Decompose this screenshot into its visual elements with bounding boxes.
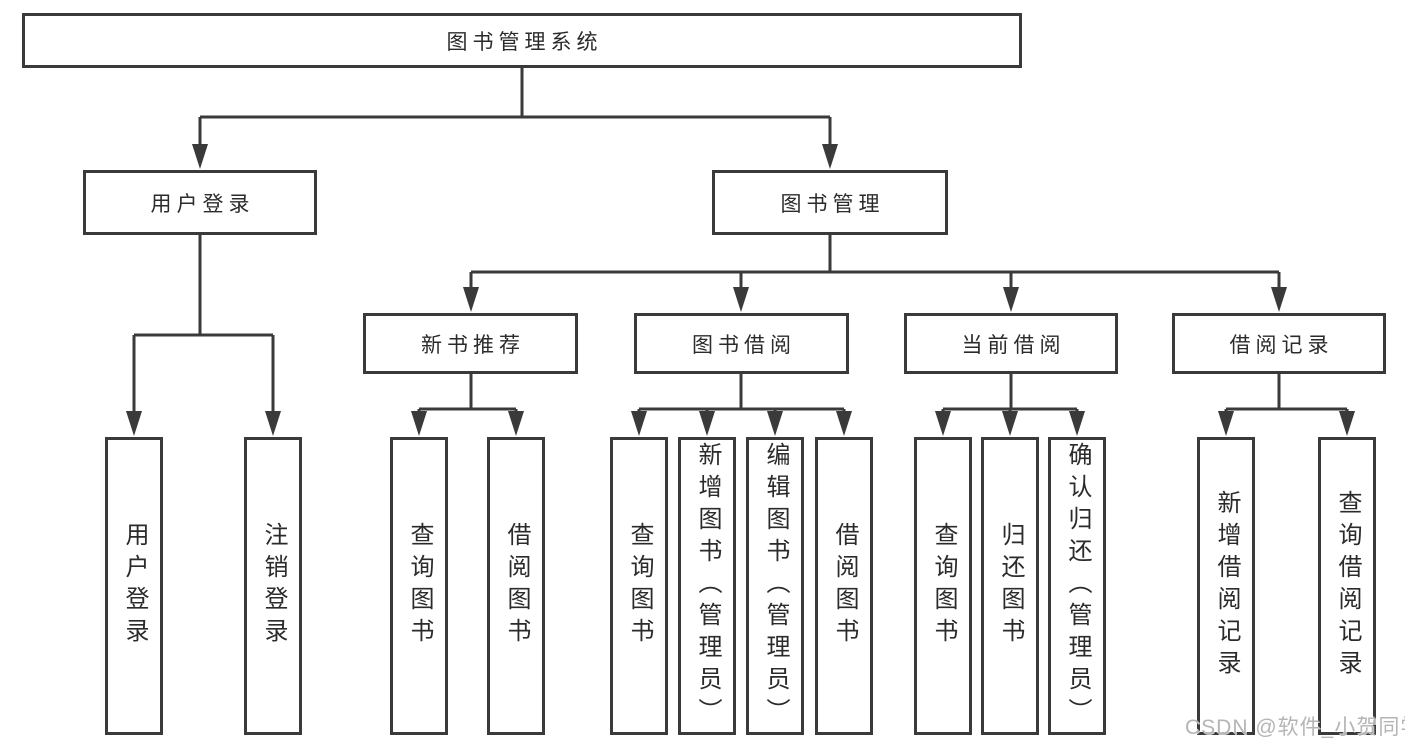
node-label: 用户登录	[121, 522, 148, 650]
arrow-down-icon	[699, 411, 715, 436]
arrow-down-icon	[836, 411, 852, 436]
node-label: 确认归还（管理员）	[1064, 442, 1091, 730]
leaf-query-books-recommend: 查询图书	[390, 437, 448, 735]
arrow-down-icon	[631, 411, 647, 436]
arrow-down-icon	[1002, 411, 1018, 436]
node-label: 图书借阅	[692, 333, 796, 357]
leaf-add-books-admin: 新增图书（管理员）	[678, 437, 736, 735]
connector-root	[192, 68, 838, 169]
leaf-edit-books-admin: 编辑图书（管理员）	[746, 437, 804, 735]
node-label: 新增图书（管理员）	[694, 442, 721, 730]
leaf-user-login: 用户登录	[105, 437, 163, 735]
node-label: 归还图书	[997, 522, 1024, 650]
connector-book-borrowing	[631, 374, 852, 436]
leaf-query-borrow-record: 查询借阅记录	[1318, 437, 1376, 735]
leaf-borrow-books-recommend: 借阅图书	[487, 437, 545, 735]
arrow-down-icon	[411, 411, 427, 436]
node-label: 当前借阅	[961, 333, 1066, 357]
connector-borrowing-records	[1218, 374, 1355, 436]
arrow-down-icon	[265, 411, 281, 436]
arrow-down-icon	[1003, 287, 1019, 312]
node-label: 查询图书	[930, 522, 957, 650]
arrow-down-icon	[508, 411, 524, 436]
arrow-down-icon	[1069, 411, 1085, 436]
arrow-down-icon	[822, 144, 838, 169]
node-user-login: 用户登录	[83, 170, 317, 235]
node-label: 编辑图书（管理员）	[762, 442, 789, 730]
arrow-down-icon	[126, 411, 142, 436]
node-library-system: 图书管理系统	[22, 13, 1022, 68]
arrow-down-icon	[767, 411, 783, 436]
leaf-logout: 注销登录	[244, 437, 302, 735]
node-label: 新增借阅记录	[1213, 490, 1240, 682]
arrow-down-icon	[1339, 411, 1355, 436]
node-new-book-recommend: 新书推荐	[363, 313, 578, 374]
node-label: 查询图书	[406, 522, 433, 650]
node-borrowing-records: 借阅记录	[1172, 313, 1386, 374]
node-book-borrowing: 图书借阅	[634, 313, 849, 374]
arrow-down-icon	[935, 411, 951, 436]
leaf-query-books-current: 查询图书	[914, 437, 972, 735]
node-label: 借阅图书	[831, 522, 858, 650]
arrow-down-icon	[1271, 287, 1287, 312]
node-label: 注销登录	[260, 522, 287, 650]
arrow-down-icon	[192, 144, 208, 169]
node-book-management: 图书管理	[712, 170, 948, 235]
csdn-watermark: CSDN @软件_小贺同学	[1185, 716, 1405, 739]
node-label: 查询图书	[626, 522, 653, 650]
connector-book-management	[463, 235, 1287, 312]
leaf-return-books: 归还图书	[981, 437, 1039, 735]
leaf-query-books-borrowing: 查询图书	[610, 437, 668, 735]
arrow-down-icon	[1218, 411, 1234, 436]
node-label: 图书管理系统	[446, 30, 603, 54]
node-label: 借阅图书	[503, 522, 530, 650]
node-label: 借阅记录	[1229, 333, 1334, 357]
leaf-borrow-books-borrowing: 借阅图书	[815, 437, 873, 735]
leaf-confirm-return-admin: 确认归还（管理员）	[1048, 437, 1106, 735]
node-label: 用户登录	[150, 192, 255, 216]
node-label: 查询借阅记录	[1334, 490, 1361, 682]
connector-new-book-recommend	[411, 374, 524, 436]
arrow-down-icon	[463, 287, 479, 312]
node-label: 新书推荐	[421, 333, 525, 357]
connector-current-borrowing	[935, 374, 1085, 436]
node-current-borrowing: 当前借阅	[904, 313, 1118, 374]
connector-user-login	[126, 235, 281, 436]
leaf-add-borrow-record: 新增借阅记录	[1197, 437, 1255, 735]
node-label: 图书管理	[780, 192, 885, 216]
arrow-down-icon	[733, 287, 749, 312]
